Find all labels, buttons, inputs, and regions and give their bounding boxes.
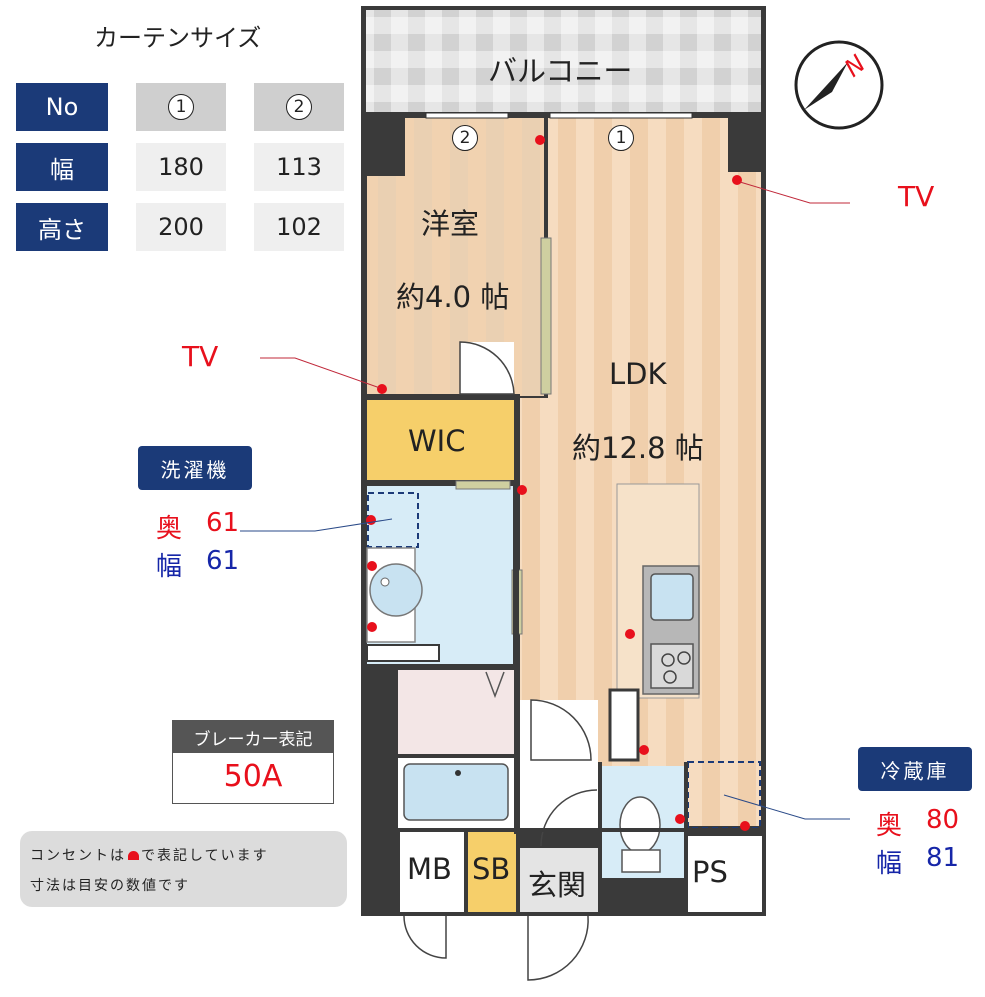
ldk-size: 約12.8 帖: [572, 431, 704, 465]
outlet-markers: [366, 135, 750, 831]
sb-box: [468, 832, 516, 912]
table-cell: 113: [254, 143, 344, 191]
table-header-no: No: [16, 83, 108, 131]
notes-box: コンセントはで表記しています 寸法は目安の数値です: [20, 831, 347, 907]
wic-floor: [367, 400, 515, 482]
table-cell: 102: [254, 203, 344, 251]
compass-needle: [804, 62, 848, 110]
western-room-label: 洋室: [421, 207, 480, 241]
entrance-label: 玄関: [528, 868, 587, 902]
washer-width-label: 幅: [156, 552, 183, 582]
fridge-width-label: 幅: [876, 849, 903, 879]
col1-circle: 1: [168, 94, 194, 120]
mb-label: MB: [407, 852, 452, 886]
table-header-col2: 2: [254, 83, 344, 131]
notes-line1: コンセントはで表記しています: [30, 848, 269, 864]
ldk-label: LDK: [609, 357, 667, 391]
balcony-label: バルコニー: [488, 54, 633, 88]
fridge-tag: 冷蔵庫: [858, 747, 972, 791]
breaker-box: ブレーカー表記 50A: [172, 720, 334, 804]
outlet-symbol-icon: [128, 851, 139, 860]
table-row-label-width: 幅: [16, 143, 108, 191]
fridge-depth-value: 80: [926, 805, 960, 835]
curtain-size-title: カーテンサイズ: [94, 24, 262, 52]
table-header-col1: 1: [136, 83, 226, 131]
notes-line2: 寸法は目安の数値です: [30, 878, 190, 894]
table-cell: 180: [136, 143, 226, 191]
washer-width-value: 61: [206, 546, 240, 576]
western-room-size: 約4.0 帖: [396, 280, 510, 314]
ps-box: [688, 836, 762, 912]
washer-depth-label: 奥: [156, 514, 183, 544]
ps-label: PS: [692, 855, 728, 889]
sb-label: SB: [472, 852, 511, 886]
breaker-value: 50A: [223, 759, 283, 794]
tv-label-left: TV: [182, 340, 219, 373]
breaker-title: ブレーカー表記: [173, 721, 333, 753]
tv-label-right: TV: [898, 180, 935, 213]
entrance-floor: [520, 848, 598, 912]
compass-circle: [794, 40, 884, 130]
window-1-marker: 1: [608, 125, 634, 151]
washer-depth-value: 61: [206, 508, 240, 538]
fridge-width-value: 81: [926, 843, 960, 873]
table-row-label-height: 高さ: [16, 203, 108, 251]
mb-box: [400, 832, 464, 912]
table-cell: 200: [136, 203, 226, 251]
fridge-depth-label: 奥: [876, 811, 903, 841]
window-2-marker: 2: [452, 125, 478, 151]
wic-label: WIC: [408, 424, 466, 458]
washer-tag: 洗濯機: [138, 446, 252, 490]
col2-circle: 2: [286, 94, 312, 120]
balcony-area: [366, 10, 761, 112]
